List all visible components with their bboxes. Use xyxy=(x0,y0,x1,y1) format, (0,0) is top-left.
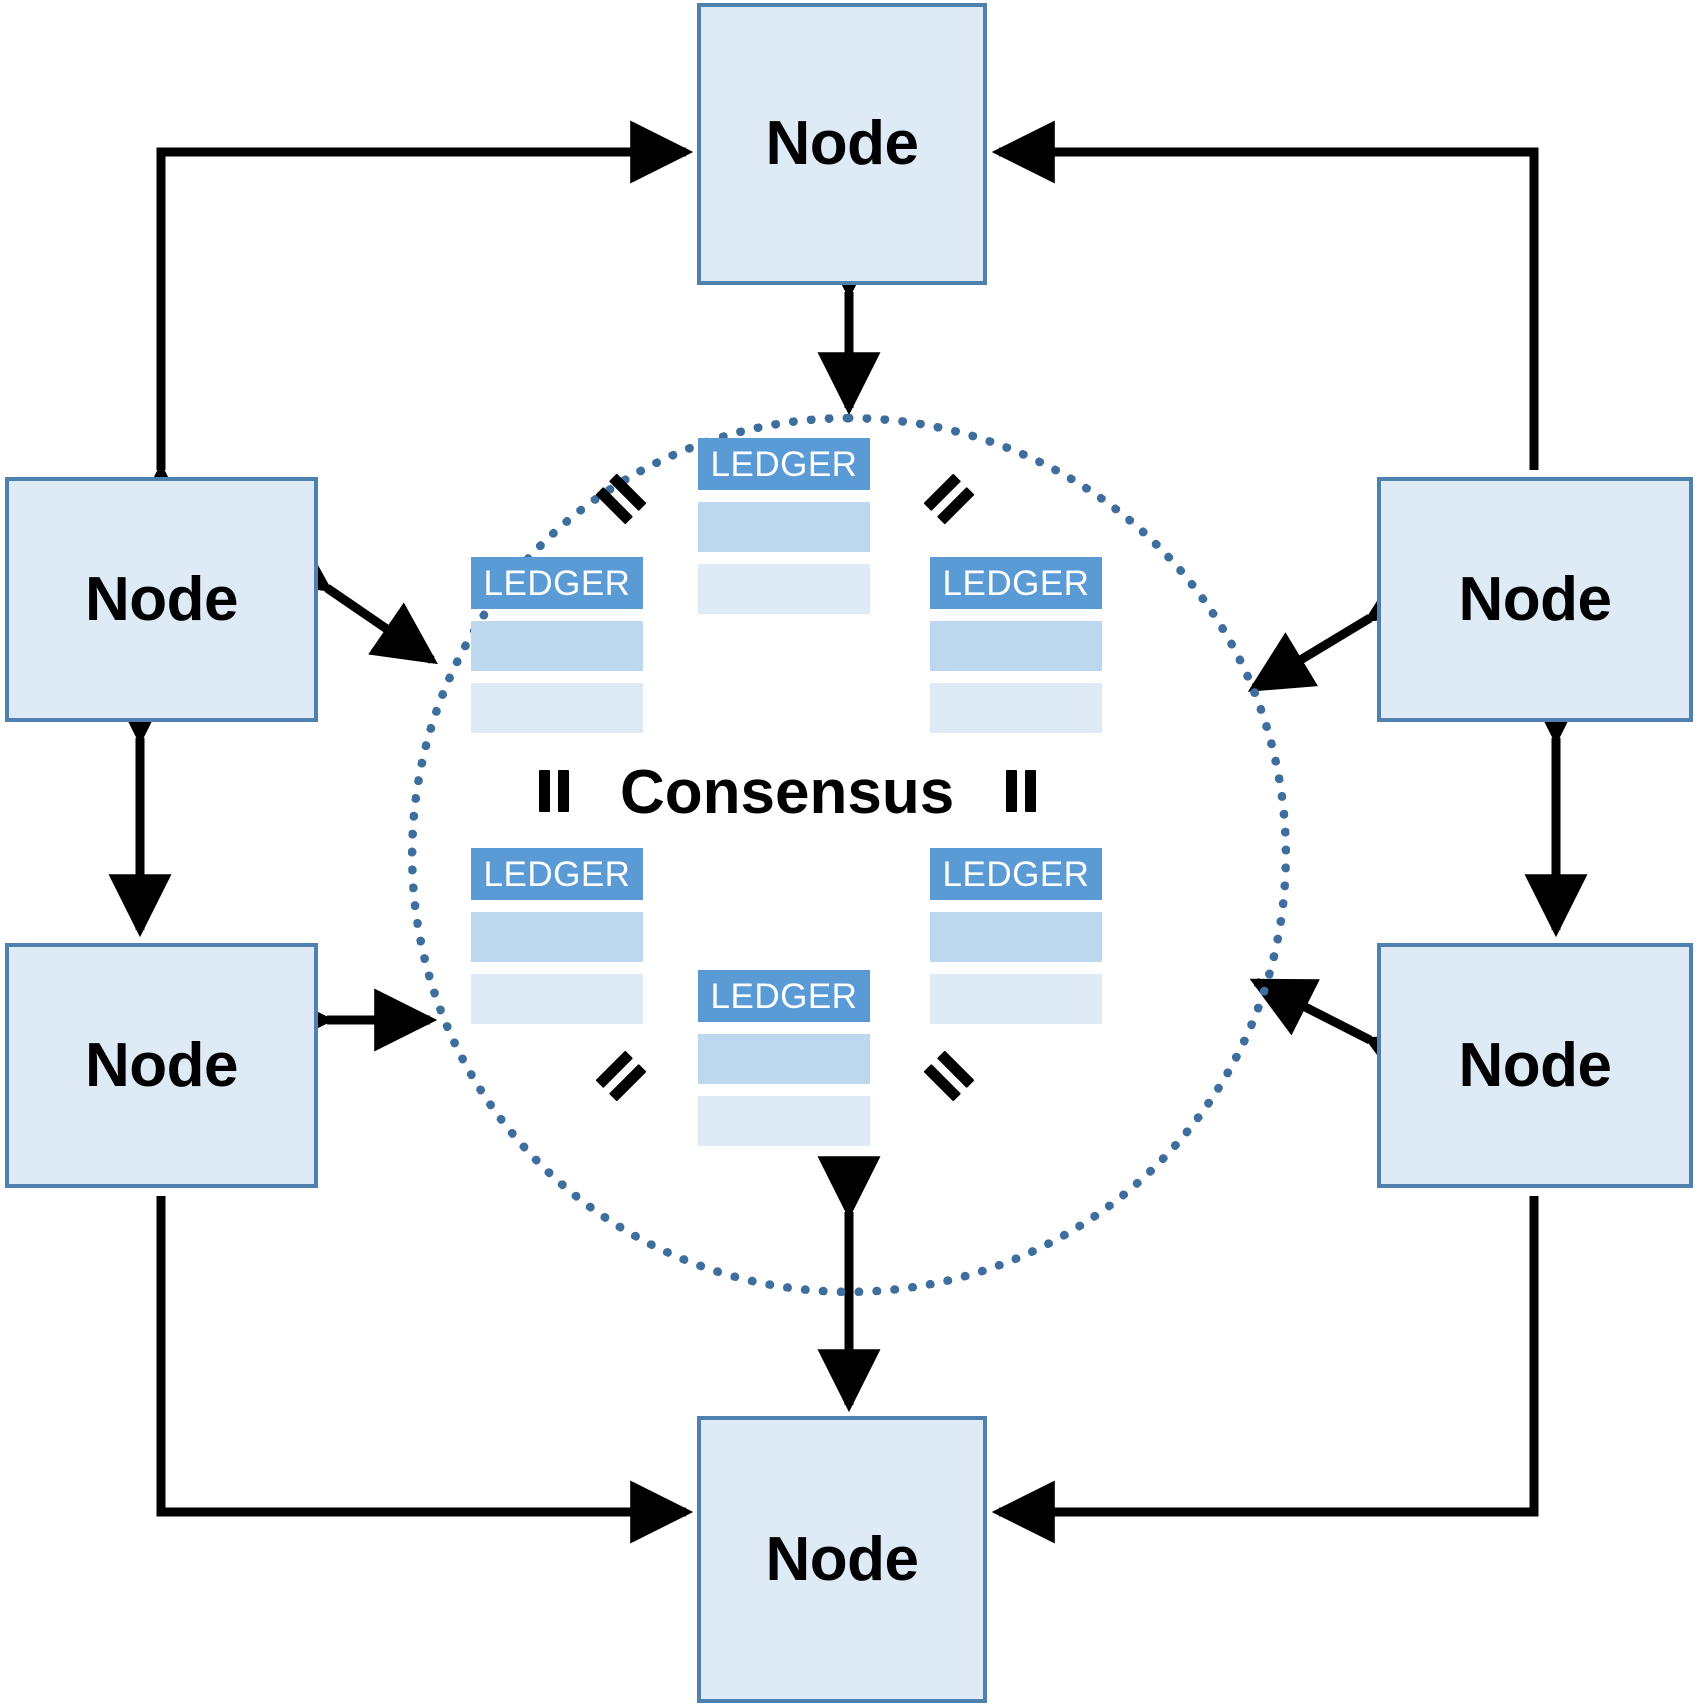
equals-mark-mid-right xyxy=(1000,770,1042,812)
arrow-right-to-bottom xyxy=(991,1196,1539,1544)
node-box-right-upper[interactable]: Node xyxy=(1377,477,1693,722)
arrow-right-lower-consensus xyxy=(1249,977,1435,1094)
ledger-row-light xyxy=(471,683,643,733)
ledger-row-mid xyxy=(698,502,870,552)
node-label: Node xyxy=(1458,1030,1613,1100)
ledger-stack-lower-right[interactable]: LEDGER xyxy=(930,848,1102,1024)
ledger-row-mid xyxy=(471,621,643,671)
ledger-header: LEDGER xyxy=(471,848,643,900)
node-label: Node xyxy=(765,1524,920,1594)
node-label: Node xyxy=(85,564,239,634)
consensus-circle xyxy=(408,414,1290,1296)
ledger-row-light xyxy=(930,683,1102,733)
arrow-right-to-top xyxy=(991,120,1539,470)
equals-mark-mid-left xyxy=(533,770,575,812)
ledger-row-light xyxy=(698,1096,870,1146)
consensus-label: Consensus xyxy=(620,758,955,827)
ledger-row-light xyxy=(698,564,870,614)
node-label: Node xyxy=(85,1030,239,1100)
ledger-header: LEDGER xyxy=(698,438,870,490)
arrow-left-to-top xyxy=(129,120,694,526)
ledger-row-mid xyxy=(471,912,643,962)
ledger-stack-top[interactable]: LEDGER xyxy=(698,438,870,614)
node-box-right-lower[interactable]: Node xyxy=(1377,943,1693,1188)
ledger-stack-upper-left[interactable]: LEDGER xyxy=(471,557,643,733)
node-box-left-upper[interactable]: Node xyxy=(5,477,318,722)
ledger-header: LEDGER xyxy=(471,557,643,609)
node-label: Node xyxy=(1458,564,1613,634)
ledger-header: LEDGER xyxy=(930,848,1102,900)
node-label: Node xyxy=(765,109,920,178)
ledger-header: LEDGER xyxy=(698,970,870,1022)
arrow-right-upper-consensus xyxy=(1247,562,1435,692)
arrow-left-upper-consensus xyxy=(263,530,438,665)
ledger-row-light xyxy=(471,974,643,1024)
node-box-bottom[interactable]: Node xyxy=(697,1416,987,1703)
ledger-row-mid xyxy=(930,621,1102,671)
arrow-left-to-bottom xyxy=(156,1196,694,1544)
ledger-stack-upper-right[interactable]: LEDGER xyxy=(930,557,1102,733)
ledger-row-light xyxy=(930,974,1102,1024)
ledger-stack-lower-left[interactable]: LEDGER xyxy=(471,848,643,1024)
node-box-left-lower[interactable]: Node xyxy=(5,943,318,1188)
ledger-row-mid xyxy=(698,1034,870,1084)
node-box-top[interactable]: Node xyxy=(697,3,987,285)
ledger-header: LEDGER xyxy=(930,557,1102,609)
ledger-row-mid xyxy=(930,912,1102,962)
ledger-stack-bottom[interactable]: LEDGER xyxy=(698,970,870,1146)
